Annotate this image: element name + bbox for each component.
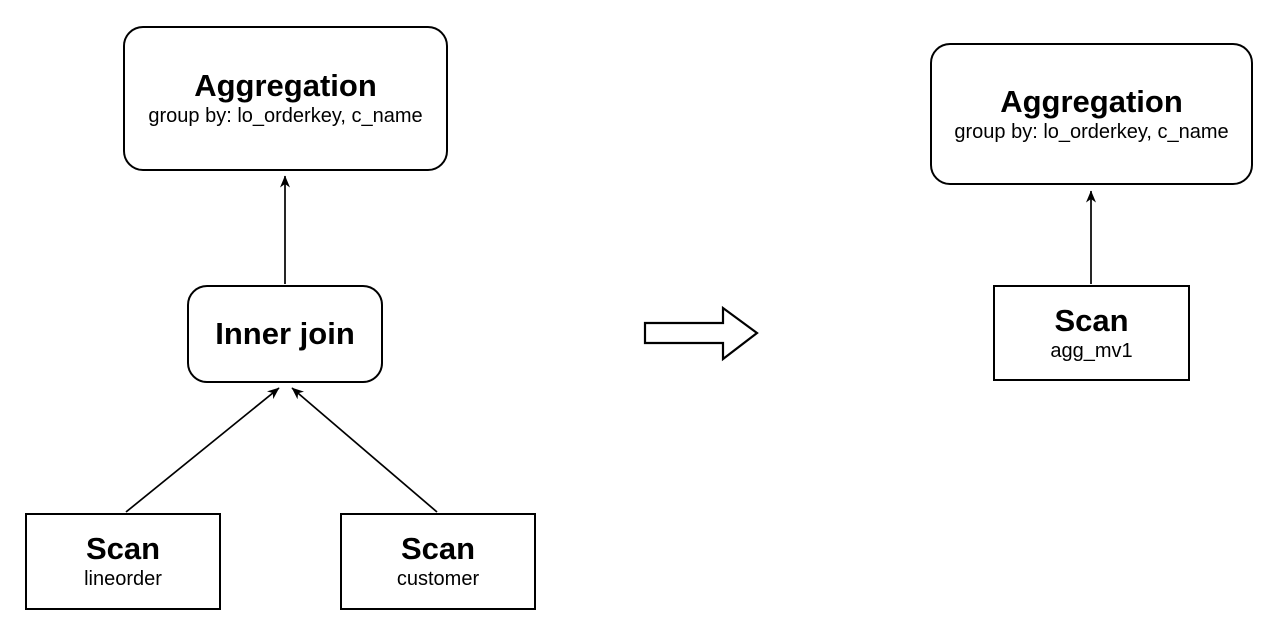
node-subtitle: group by: lo_orderkey, c_name <box>954 120 1229 143</box>
node-title: Aggregation <box>194 68 377 103</box>
node-title: Aggregation <box>1000 83 1183 119</box>
node-title: Scan <box>1054 302 1129 338</box>
node-inner-join: Inner join <box>187 285 383 383</box>
edge-scan-customer-to-innerjoin <box>291 387 438 513</box>
node-subtitle: agg_mv1 <box>1050 339 1133 362</box>
node-scan-customer: Scan customer <box>340 513 536 610</box>
node-scan-agg-mv1: Scan agg_mv1 <box>993 285 1190 381</box>
node-title: Scan <box>85 531 161 566</box>
edge-scan-lineorder-to-innerjoin <box>125 387 280 513</box>
node-title: Scan <box>400 531 476 566</box>
rewrite-block-arrow-right-icon <box>643 305 759 362</box>
node-subtitle: group by: lo_orderkey, c_name <box>148 105 423 127</box>
node-aggregation-after: Aggregation group by: lo_orderkey, c_nam… <box>930 43 1253 185</box>
node-scan-lineorder: Scan lineorder <box>25 513 221 610</box>
node-aggregation-before: Aggregation group by: lo_orderkey, c_nam… <box>123 26 448 171</box>
node-subtitle: customer <box>396 568 480 590</box>
node-subtitle: lineorder <box>84 568 162 590</box>
node-title: Inner join <box>215 316 355 351</box>
